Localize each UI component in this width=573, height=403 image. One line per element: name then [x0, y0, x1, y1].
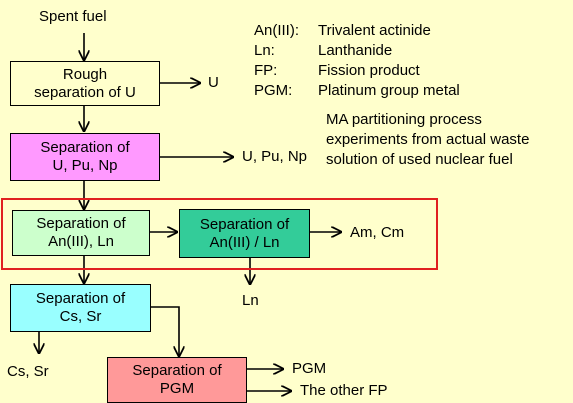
output-am-cm: Am, Cm — [350, 224, 405, 241]
box-line: PGM — [159, 380, 195, 397]
spent-fuel-label: Spent fuel — [39, 8, 107, 25]
output-other-fp: The other FP — [300, 382, 388, 399]
highlight-frame — [1, 198, 438, 270]
legend-desc: Platinum group metal — [318, 82, 460, 99]
rough-separation-box: Rough separation of U — [10, 61, 160, 106]
separation-an-ln-box: Separation of An(III), Ln — [12, 210, 150, 256]
box-line: An(III), Ln — [48, 233, 114, 250]
box-line: An(III) / Ln — [209, 233, 280, 251]
box-line: Cs, Sr — [59, 308, 102, 325]
legend-abbr: Ln: — [254, 42, 275, 59]
arrow-cssr-to-pgm — [151, 306, 179, 356]
box-line: Separation of — [199, 215, 290, 233]
box-line: Separation of — [35, 290, 126, 307]
output-cs-sr: Cs, Sr — [7, 363, 49, 380]
separation-u-pu-np-box: Separation of U, Pu, Np — [10, 133, 160, 181]
separation-cs-sr-box: Separation of Cs, Sr — [10, 284, 151, 332]
box-line: Rough — [62, 65, 108, 83]
output-u-pu-np: U, Pu, Np — [242, 148, 308, 165]
note-line: experiments from actual waste — [326, 131, 530, 148]
note-line: solution of used nuclear fuel — [326, 151, 513, 168]
separation-pgm-box: Separation of PGM — [107, 357, 247, 403]
ma-partitioning-note: MA partitioning process experiments from… — [326, 110, 529, 170]
note-line: MA partitioning process — [326, 111, 482, 128]
output-ln: Ln — [242, 292, 259, 309]
legend-desc: Fission product — [318, 62, 420, 79]
box-line: separation of U — [34, 83, 136, 101]
legend-abbr: FP: — [254, 62, 278, 79]
box-line: Separation of — [36, 215, 126, 232]
box-line: Separation of — [40, 139, 130, 156]
legend-abbr: PGM: — [254, 82, 293, 99]
box-line: U, Pu, Np — [52, 157, 118, 174]
output-pgm: PGM — [292, 360, 327, 377]
separation-an-slash-ln-box: Separation of An(III) / Ln — [179, 209, 310, 258]
output-u: U — [208, 74, 219, 91]
legend-desc: Lanthanide — [318, 42, 393, 59]
legend-abbr: An(III): — [254, 22, 300, 39]
legend-desc: Trivalent actinide — [318, 22, 431, 39]
box-line: Separation of — [132, 362, 222, 379]
